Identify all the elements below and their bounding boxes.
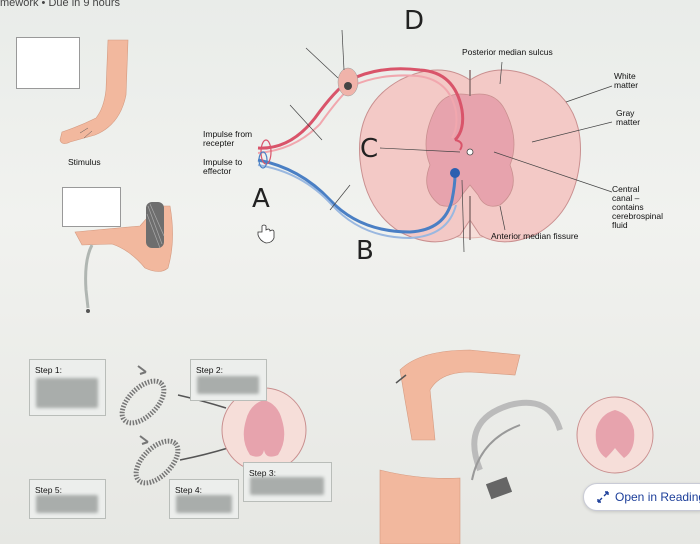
step-3-box[interactable]: Step 3: xyxy=(243,462,332,502)
leader-lines xyxy=(289,29,613,253)
step-5-box[interactable]: Step 5: xyxy=(29,479,106,519)
central-canal-label: Central canal – contains cerebrospinal f… xyxy=(612,184,664,230)
answer-box-2[interactable] xyxy=(62,187,121,227)
handwritten-b: B xyxy=(356,236,374,266)
pointer-hand-icon xyxy=(257,224,275,244)
anterior-fissure-label: Anterior median fissure xyxy=(491,231,579,241)
arm-illustration-bottom xyxy=(74,202,173,313)
stimulus-label: Stimulus xyxy=(68,157,101,167)
step-2-label: Step 2: xyxy=(196,365,223,375)
step-4-box[interactable]: Step 4: xyxy=(169,479,239,519)
arm-illustration-top xyxy=(59,39,129,144)
top-bar: mework • Due in 9 hours xyxy=(0,0,121,9)
motor-pathway xyxy=(257,158,460,240)
step-2-box[interactable]: Step 2: xyxy=(190,359,267,401)
expand-arrows-icon xyxy=(597,491,609,503)
white-matter-label: White matter xyxy=(614,71,639,90)
impulse-from-label: Impulse from recepter xyxy=(203,129,253,148)
handwritten-a: A xyxy=(252,184,270,214)
spinal-cord-section xyxy=(359,69,581,243)
step-5-label: Step 5: xyxy=(35,485,62,495)
posterior-sulcus-label: Posterior median sulcus xyxy=(462,47,553,57)
step-1-label: Step 1: xyxy=(35,365,62,375)
open-in-reading-label: Open in Reading xyxy=(615,490,700,504)
step-3-label: Step 3: xyxy=(249,468,276,478)
gray-matter-label: Gray matter xyxy=(616,108,641,127)
handwritten-c: C xyxy=(360,134,379,164)
knee-illustration xyxy=(379,349,654,544)
sensory-pathway xyxy=(257,67,465,154)
impulse-to-label: Impulse to effector xyxy=(203,157,243,176)
open-in-reading-button[interactable]: Open in Reading xyxy=(583,483,700,511)
step-diagram xyxy=(119,365,307,486)
step-1-box[interactable]: Step 1: xyxy=(29,359,106,416)
handwritten-d: D xyxy=(404,6,425,36)
step-4-label: Step 4: xyxy=(175,485,202,495)
answer-box-1[interactable] xyxy=(16,37,80,89)
